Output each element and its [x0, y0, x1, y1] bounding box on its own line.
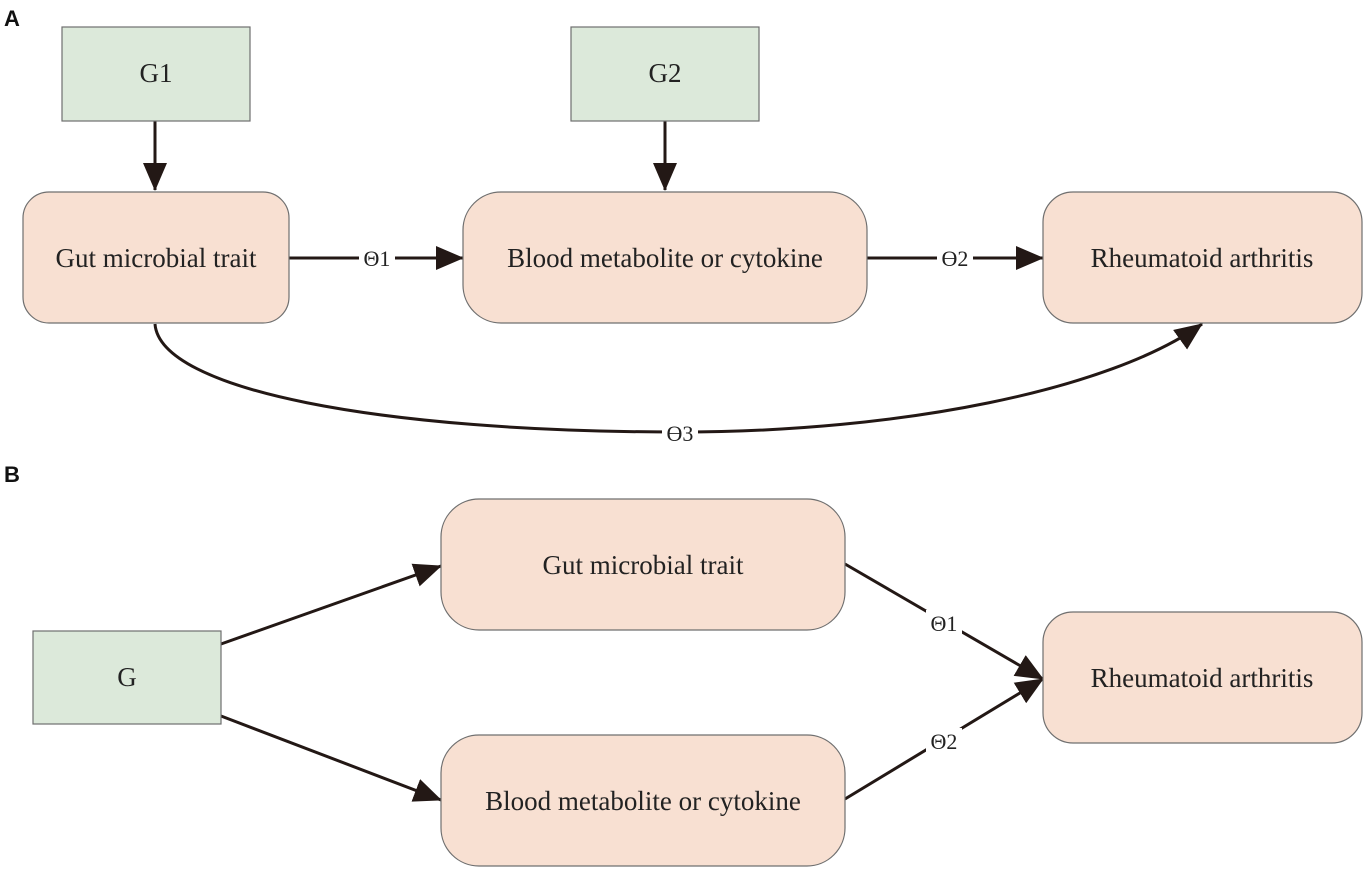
outcome-b-node: Rheumatoid arthritis	[1042, 611, 1363, 744]
edge-label-b-theta1: Θ1	[931, 611, 958, 636]
outcome-b-label: Rheumatoid arthritis	[1091, 663, 1314, 693]
mediator-node: Blood metabolite or cytokine	[462, 191, 868, 324]
arrow-g-to-gut	[220, 563, 442, 646]
edge-label-bg	[937, 245, 973, 271]
instrument-g-label: G	[117, 662, 137, 692]
exposure-1-node: Gut microbial trait	[440, 498, 846, 631]
arrow-gut-to-ra-direct	[153, 322, 1203, 434]
exposure-1-label: Gut microbial trait	[543, 550, 744, 580]
edge-label-bg	[926, 610, 962, 636]
instrument-g-box: G	[32, 630, 222, 725]
outcome-label: Rheumatoid arthritis	[1091, 243, 1314, 273]
mediator-label: Blood metabolite or cytokine	[507, 243, 823, 273]
panel-a-label: A	[4, 6, 20, 31]
instrument-g1-label: G1	[140, 58, 173, 88]
edge-label-b-theta2: Θ2	[931, 729, 958, 754]
panel-b-label: B	[4, 462, 20, 487]
edge-label-theta1: Θ1	[364, 246, 391, 271]
edge-label-theta3: ϴ3	[667, 421, 694, 446]
exposure-2-node: Blood metabolite or cytokine	[440, 734, 846, 867]
outcome-node: Rheumatoid arthritis	[1042, 191, 1363, 324]
edge-label-bg	[662, 420, 698, 446]
arrow-g-to-mediator	[220, 714, 442, 802]
edge-label-bg	[359, 245, 395, 271]
exposure-label: Gut microbial trait	[56, 243, 257, 273]
exposure-node: Gut microbial trait	[22, 191, 290, 324]
instrument-g2-box: G2	[570, 26, 760, 122]
instrument-g2-label: G2	[649, 58, 682, 88]
instrument-g1-box: G1	[61, 26, 251, 122]
edge-label-bg	[926, 728, 962, 754]
exposure-2-label: Blood metabolite or cytokine	[485, 786, 801, 816]
edge-label-theta2: ϴ2	[942, 246, 969, 271]
